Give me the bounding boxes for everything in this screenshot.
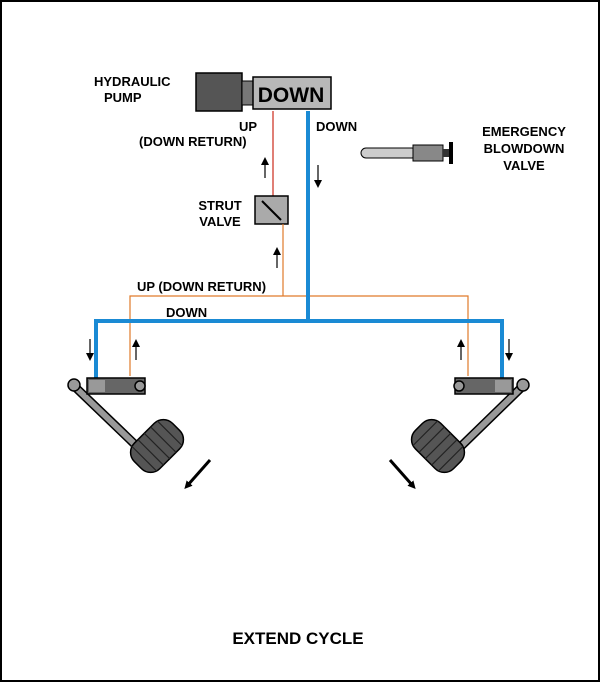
emergency-label-line1: EMERGENCY xyxy=(482,124,566,139)
hydraulic-pump-label-line1: HYDRAULIC xyxy=(94,74,171,89)
hydraulic-pump-label-line2: PUMP xyxy=(104,90,142,105)
strut-valve-label-line1: STRUT xyxy=(198,198,241,213)
up-return-branch-label: UP (DOWN RETURN) xyxy=(137,279,266,294)
return-branch xyxy=(129,295,469,376)
hydraulic-pump: DOWN xyxy=(195,72,332,112)
left-landing-gear xyxy=(67,377,212,489)
down-main-label: DOWN xyxy=(316,119,357,134)
up-return-label-line2: (DOWN RETURN) xyxy=(139,134,247,149)
strut-valve-label-line2: VALVE xyxy=(199,214,241,229)
emergency-label-line3: VALVE xyxy=(503,158,545,173)
diagram-title: EXTEND CYCLE xyxy=(232,629,363,648)
down-branch-label: DOWN xyxy=(166,305,207,320)
emergency-blowdown-valve xyxy=(360,142,453,164)
strut-valve xyxy=(254,195,289,225)
down-branch-line xyxy=(94,319,504,378)
emergency-label-line2: BLOWDOWN xyxy=(484,141,565,156)
right-landing-gear xyxy=(388,377,530,489)
pump-mode-label: DOWN xyxy=(258,84,325,107)
up-return-label-line1: UP xyxy=(239,119,257,134)
